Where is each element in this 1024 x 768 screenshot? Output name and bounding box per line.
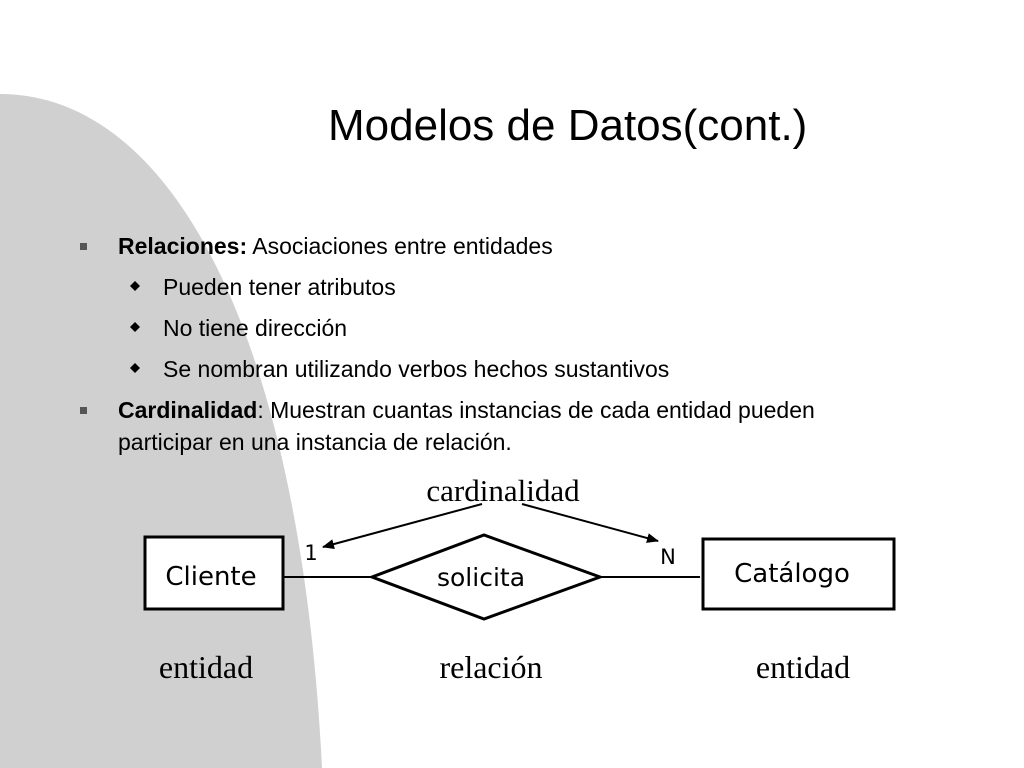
entity-cliente-label: Cliente [165,562,256,592]
square-bullet-icon [80,243,87,250]
caption-relacion: relación [439,649,542,685]
arrow-to-card-right [521,503,659,543]
caption-entidad-right: entidad [756,649,850,685]
sub-bullet-text: Se nombran utilizando verbos hechos sust… [163,356,670,382]
bullet-label: Cardinalidad [118,397,258,423]
sub-bullet-text: No tiene dirección [163,315,348,341]
entity-catalogo-label: Catálogo [734,559,850,589]
bullet-text: Asociaciones entre entidades [247,233,553,259]
slide-title: Modelos de Datos(cont.) [328,101,808,150]
bullet-text: : Muestran cuantas instancias de cada en… [257,397,815,423]
square-bullet-icon [80,407,87,414]
arrow-to-card-left [322,503,483,549]
entity-catalogo [701,537,896,611]
cardinality-label: cardinalidad [426,473,580,508]
caption-entidad-left: entidad [159,649,253,685]
diamond-bullet-icon [130,363,140,373]
relationship-solicita [367,533,605,621]
diamond-bullet-icon [130,322,140,332]
cardinality-one: 1 [304,541,317,565]
sub-bullet-text: Pueden tener atributos [163,274,396,300]
relationship-label: solicita [437,563,525,592]
bullet-text: participar en una instancia de relación. [118,429,512,455]
bullet-label: Relaciones: [118,233,248,259]
cardinality-n: N [660,545,676,569]
diamond-bullet-icon [130,281,140,291]
entity-cliente [143,535,285,611]
